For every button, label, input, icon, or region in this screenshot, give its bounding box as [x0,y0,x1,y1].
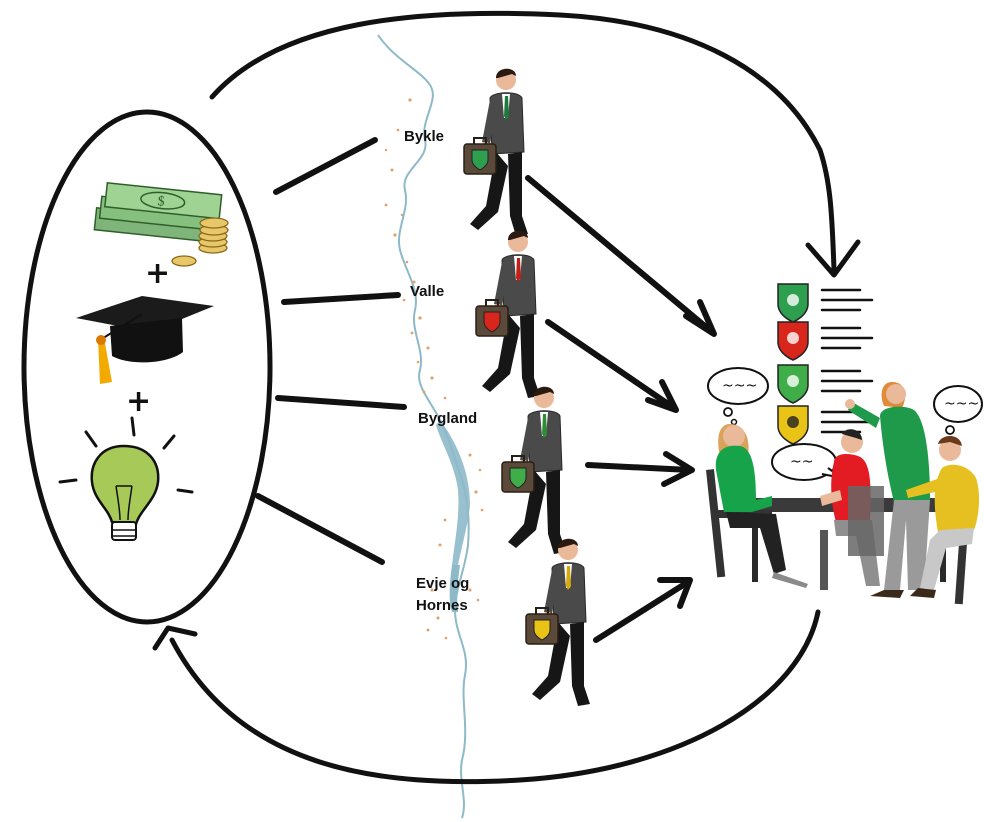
svg-text:$: $ [157,194,166,210]
line-to-bykle [273,137,378,195]
speech-bubble-center: ~~ [771,443,843,481]
resources-group: $ + + [21,109,273,625]
shield-list [777,283,874,445]
label-bygland: Bygland [418,410,477,427]
person-standing-woman [845,382,930,598]
line-to-evje [255,493,385,565]
arrow-from-bykle [525,175,715,335]
graduation-cap-icon [76,296,214,384]
businessman-4 [525,538,590,706]
thought-bubble-left: ~~~ [707,367,769,426]
money-icon: $ [93,181,229,267]
river [377,34,484,819]
plus-sign-1: + [145,256,170,291]
lightbulb-icon [58,416,194,541]
label-valle: Valle [410,283,444,300]
label-bykle: Bykle [404,128,444,145]
person-yellow-man [906,436,980,605]
line-to-valle [281,292,401,305]
resources-ellipse [21,109,273,625]
top-loop-arrow [209,10,837,273]
plus-sign-2: + [126,384,151,419]
person-green-woman [706,424,808,588]
coat-of-arms-4 [777,405,874,445]
meeting-scene: ~~~ ~~ ~~~ [706,283,983,605]
businessmen [463,68,590,706]
line-to-bygland [275,395,407,410]
coins [171,217,229,267]
coat-of-arms-3 [777,364,874,404]
coat-of-arms-2 [777,321,874,361]
river-dots [384,98,484,640]
meeting-arrows [525,175,717,643]
svg-text:~~~: ~~~ [722,378,757,394]
bottom-loop-arrow [169,609,821,785]
municipality-labels: Bykle Valle Bygland Evje og Hornes [404,128,477,614]
svg-text:~~: ~~ [790,454,813,470]
svg-text:~~~: ~~~ [944,396,979,412]
connector-lines [255,137,407,565]
coat-of-arms-1 [777,283,874,323]
arrow-from-bygland [585,462,693,473]
person-red-man [820,429,884,590]
businessman-2 [475,230,540,398]
businessman-3 [501,386,566,554]
thought-bubble-right: ~~~ [933,385,983,444]
arrow-from-evje [593,579,691,643]
businessman-1 [463,68,528,236]
arrow-from-valle [545,319,677,411]
loop-arrows [152,10,861,785]
label-evje-og-hornes: Evje og Hornes [416,575,474,614]
